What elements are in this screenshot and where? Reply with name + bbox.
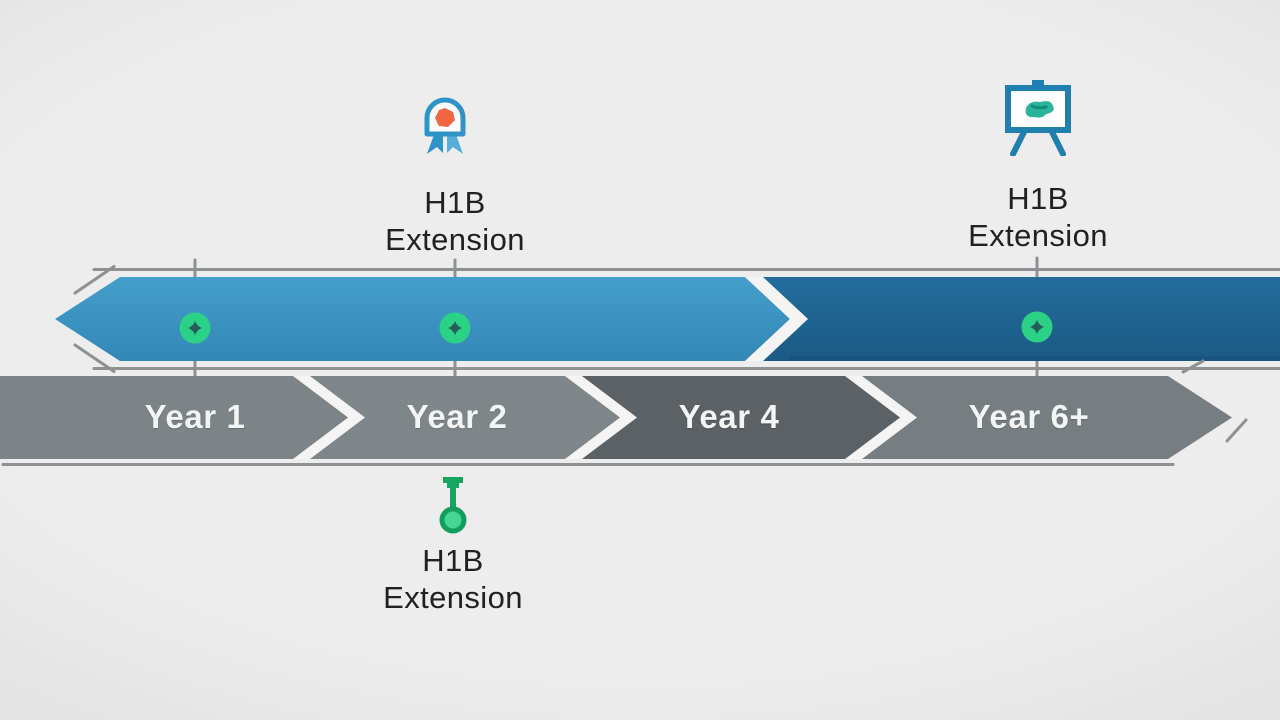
upper-bar-separator-chevron — [745, 277, 808, 361]
key-icon — [439, 477, 467, 534]
milestone-bottom-label: H1B Extension — [383, 543, 523, 615]
year-bar-separators — [293, 376, 917, 459]
upper-bar-dark-bottom-shade — [790, 356, 1280, 361]
year-4-label: Year 4 — [678, 398, 780, 435]
year-bar-outline — [1, 359, 1248, 466]
milestone-markers — [179, 311, 1053, 344]
easel-board-icon — [1005, 80, 1071, 156]
upper-bar-light-segment — [55, 277, 790, 361]
milestone-top-left-label: H1B Extension — [385, 185, 525, 257]
year-1-label: Year 1 — [144, 398, 246, 435]
marker-year1 — [179, 312, 211, 344]
marker-year6 — [1021, 311, 1053, 343]
year-6plus-label: Year 6+ — [968, 398, 1090, 435]
upper-bar-dark-segment — [763, 277, 1280, 361]
award-ribbon-icon — [424, 97, 466, 154]
year-2-label: Year 2 — [406, 398, 508, 435]
year-segment-4 — [862, 376, 1232, 459]
year-segment-3 — [582, 376, 900, 459]
year-segment-1 — [0, 376, 348, 459]
marker-year2 — [439, 312, 471, 344]
milestone-top-right-label: H1B Extension — [968, 181, 1108, 253]
year-segment-2 — [310, 376, 620, 459]
